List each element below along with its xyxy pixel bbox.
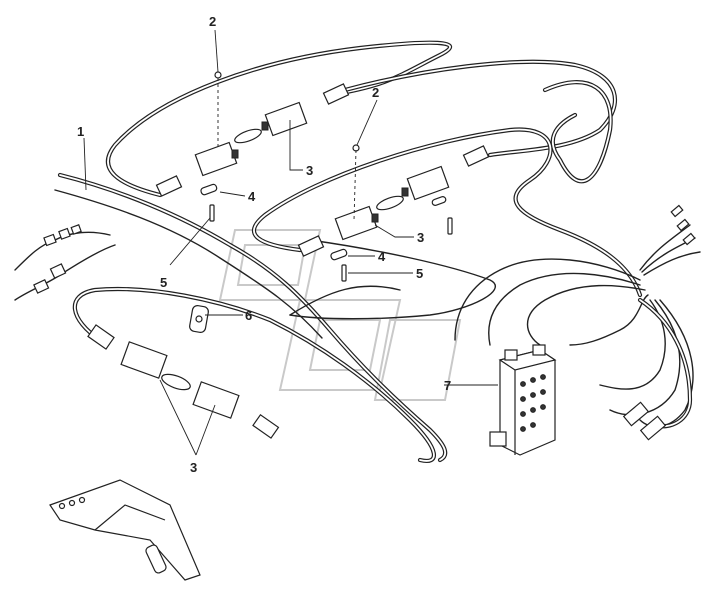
main-wiring-harness bbox=[54, 172, 448, 463]
mounting-plate-part bbox=[189, 305, 209, 333]
callout-2-middle: 2 bbox=[372, 85, 379, 100]
callout-5-middle: 5 bbox=[416, 266, 423, 281]
callout-4-middle: 4 bbox=[378, 249, 386, 264]
switch-assembly-middle bbox=[334, 165, 450, 241]
left-plug-leads bbox=[14, 224, 116, 301]
callout-6: 6 bbox=[245, 308, 252, 323]
distribution-block bbox=[489, 344, 557, 456]
callout-labels: 1 2 2 3 3 3 4 4 5 5 6 7 bbox=[77, 14, 451, 475]
middle-harness bbox=[251, 127, 643, 320]
lower-left-harness bbox=[72, 285, 437, 464]
callout-7: 7 bbox=[444, 378, 451, 393]
branch-wire-bundle bbox=[454, 224, 701, 429]
callout-3-middle: 3 bbox=[417, 230, 424, 245]
callout-4-upper: 4 bbox=[248, 189, 256, 204]
switch-assembly-upper bbox=[194, 101, 308, 177]
mounting-bracket bbox=[49, 479, 201, 581]
callout-2-upper: 2 bbox=[209, 14, 216, 29]
pin-parts bbox=[209, 204, 453, 282]
switch-assembly-lower bbox=[120, 341, 240, 419]
callout-3-lower: 3 bbox=[190, 460, 197, 475]
block-terminals bbox=[520, 374, 546, 432]
callout-1: 1 bbox=[77, 124, 84, 139]
callout-3-upper: 3 bbox=[306, 163, 313, 178]
harness-connectors bbox=[87, 83, 696, 441]
upper-loop-harness bbox=[105, 40, 617, 198]
callout-leader-lines bbox=[83, 29, 498, 456]
spacer-bushing-parts bbox=[200, 183, 447, 261]
screw-parts bbox=[214, 71, 360, 152]
callout-5-left: 5 bbox=[160, 275, 167, 290]
